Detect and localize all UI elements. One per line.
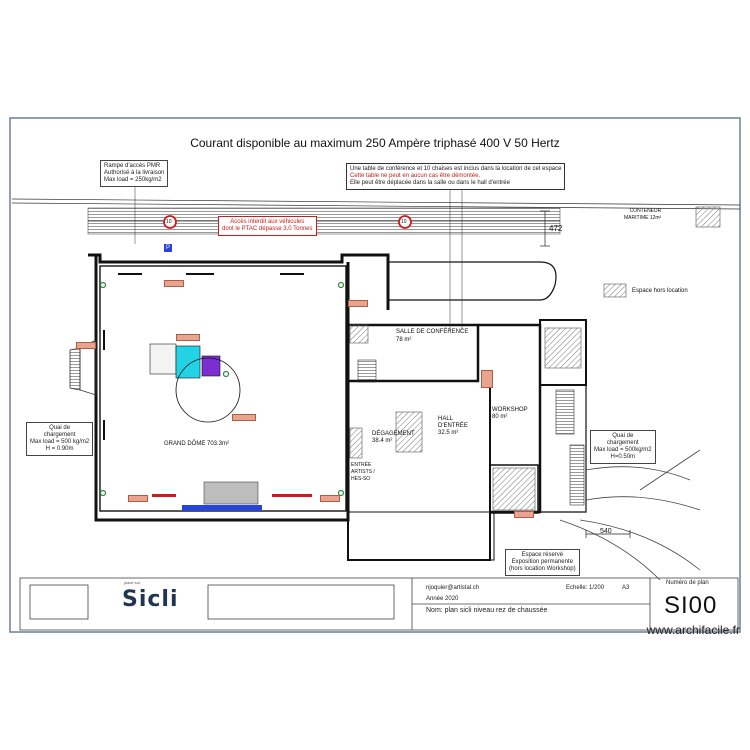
- conference-note-line: Elle peut être déplacée dans la salle ou…: [350, 180, 510, 186]
- titleblock-email: njoquier@artistal.ch: [426, 585, 480, 591]
- room-entree-sub: HES-SO: [351, 476, 371, 482]
- ramp-note-line: Max load = 250kg/m2: [104, 177, 162, 183]
- stairs-right: [357, 359, 585, 506]
- equipment-tag: [164, 280, 184, 287]
- room-workshop: WORKSHOP: [492, 407, 528, 413]
- titleblock-plan-number: SI00: [664, 592, 718, 619]
- room-hall: HALL: [438, 416, 454, 422]
- reserved-note-line: (hors location Workshop): [509, 566, 576, 572]
- room-salle-area: 78 m²: [396, 337, 412, 343]
- titleblock-plan-name: Nom: plan sicli niveau rez de chaussée: [426, 607, 548, 614]
- left-dock-note: Quai de chargement Max load = 500 kg/m2 …: [26, 422, 94, 456]
- room-salle-conference: SALLE DE CONFÉRENCE: [396, 329, 469, 335]
- legend-hatched-label: Espace hors location: [632, 288, 688, 294]
- sicli-logo: Sicli: [122, 587, 179, 612]
- speed-limit-value: 10: [166, 219, 172, 225]
- equipment-tag: [348, 300, 368, 307]
- room-entree-sub: ARTISTS /: [351, 469, 375, 475]
- room-degagement-area: 38.4 m²: [372, 438, 393, 444]
- reserved-note-line: Espace réservé: [521, 552, 564, 558]
- right-dock-note: Quai de chargement Max load = 500kg/m2 H…: [590, 430, 656, 464]
- equipment-tag: [128, 495, 148, 502]
- blue-strip: [182, 505, 262, 511]
- reserved-area-note: Espace réservé Exposition permanente (ho…: [505, 549, 580, 576]
- ramp-note-line: Rampe d'accès PMR: [104, 163, 161, 169]
- conference-table-note: Une table de conférence et 10 chaises es…: [346, 163, 566, 190]
- speed-limit-value: 10: [401, 219, 407, 225]
- dock-note-line: H=0.50m: [610, 454, 636, 460]
- leader-lines: [134, 187, 463, 330]
- ramp-curves: [559, 449, 701, 581]
- hatched-out-of-rental: [349, 324, 582, 511]
- dock-note-line: Max load = 500kg/m2: [594, 447, 652, 453]
- red-barriers: [152, 494, 312, 497]
- watermark: www.archifacile.fr: [646, 623, 740, 637]
- container-label: CONTENEUR MARITIME 12m²: [624, 208, 661, 222]
- dock-note-line: H = 0.90m: [45, 446, 74, 452]
- plan-title: Courant disponible au maximum 250 Ampère…: [190, 136, 560, 150]
- room-hall-area: 32.5 m²: [438, 430, 459, 436]
- dock-note-line: Quai de: [49, 425, 71, 431]
- speed-limit-sign: [163, 215, 412, 229]
- stage-blocks: [149, 343, 241, 423]
- dock-note-line: chargement: [606, 440, 639, 446]
- room-entree: ENTRÉE: [351, 462, 372, 468]
- depth-dimension-label: 472: [549, 224, 563, 233]
- width-dimension-label: 540: [600, 528, 612, 535]
- container-hatched: [695, 206, 721, 228]
- brand-caption: placé sur: [124, 580, 141, 585]
- equipment-tag: [481, 370, 493, 388]
- title-block: [19, 577, 739, 631]
- extinguishers: [99, 281, 345, 497]
- ramp-note-line: Authorisé à la livraison: [104, 170, 165, 176]
- titleblock-year: Année 2020: [426, 596, 459, 602]
- container-label-line: CONTENEUR: [629, 208, 662, 214]
- equipment-tag: [232, 414, 256, 421]
- reserved-note-line: Exposition permanente: [511, 559, 573, 565]
- equipment-tag: [176, 334, 200, 341]
- container-label-line: MARITIME 12m²: [624, 215, 662, 221]
- street-lines: [11, 198, 741, 210]
- wall-windows: [103, 273, 304, 440]
- room-workshop-area: 80 m²: [492, 414, 508, 420]
- conference-note-warning: Cette table ne peut en aucun cas être dé…: [350, 173, 481, 179]
- equipment-tag: [320, 495, 340, 502]
- depth-dimension: [540, 210, 550, 247]
- sheet-frame: [9, 117, 741, 633]
- dock-note-line: Quai de: [612, 433, 634, 439]
- conference-note-line: Une table de conférence et 10 chaises es…: [350, 166, 562, 172]
- room-hall-entree: D'ENTRÉE: [438, 423, 468, 429]
- dock-note-line: chargement: [43, 432, 76, 438]
- grey-equipment-block: [203, 481, 259, 505]
- access-prohibited-note: Accès interdit aux véhicules dont le PTA…: [218, 216, 317, 236]
- room-degagement: DÉGAGEMENT: [372, 431, 415, 437]
- room-grand-dome: GRAND DÔME 703.3m²: [164, 441, 230, 447]
- parking-sign-icon: P: [164, 244, 172, 252]
- dock-note-line: Max load = 500 kg/m2: [30, 439, 90, 445]
- access-note-line: Accès interdit aux véhicules: [230, 219, 305, 225]
- titleblock-plan-number-label: Numéro de plan: [666, 580, 709, 586]
- equipment-tag: [76, 342, 96, 349]
- width-dimension: [585, 530, 631, 538]
- access-note-line: dont le PTAC dépasse 3,0 Tonnes: [222, 226, 313, 232]
- equipment-tag: [514, 511, 534, 518]
- ramp-note: Rampe d'accès PMR Authorisé à la livrais…: [100, 160, 169, 187]
- titleblock-scale: Echelle: 1/200: [566, 585, 605, 591]
- titleblock-format: A3: [622, 585, 630, 591]
- legend-hatched-swatch: [603, 283, 627, 298]
